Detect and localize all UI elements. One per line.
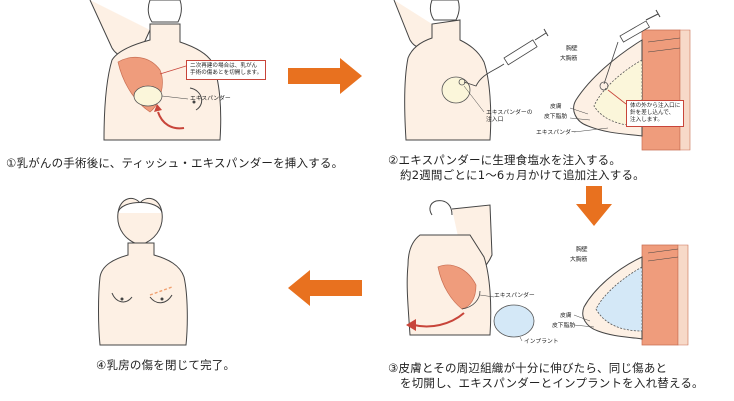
label-expander: エキスパンダー (190, 96, 231, 102)
syringe-icon (603, 9, 661, 85)
note-line: 体の外から注入口に (630, 103, 681, 109)
expander (441, 76, 471, 104)
label-expander: エキスパンダー (494, 293, 535, 299)
label-skin: 皮膚 (550, 104, 562, 110)
label-line: エキスパンダーの (486, 110, 533, 116)
healed-scar (149, 286, 173, 296)
step-2-panel: 胸壁 大胸筋 皮膚 皮下脂肪 エキスパンダー エキスパンダーの 注入口 体の外か… (380, 0, 734, 195)
implant-cross-section (595, 266, 643, 332)
label-chest-wall: 胸壁 (576, 247, 588, 253)
label-chest-wall: 胸壁 (566, 46, 578, 52)
label-subcutaneous: 皮下脂肪 (544, 114, 568, 120)
label-subcutaneous: 皮下脂肪 (552, 323, 576, 329)
syringe-icon (463, 28, 549, 87)
label-port: エキスパンダーの 注入口 (486, 110, 533, 124)
removal-arrow (413, 312, 465, 328)
label-pectoralis: 大胸筋 (560, 56, 578, 62)
step-3-panel: 胸壁 大胸筋 皮膚 皮下脂肪 エキスパンダー インプラント ③皮膚とその周辺組織… (380, 195, 734, 401)
insertion-arrow (157, 111, 185, 130)
note-line: 注入します。 (630, 117, 664, 123)
step-4-figure (98, 197, 188, 346)
label-expander: エキスパンダー (536, 130, 577, 136)
step-1-caption: ①乳がんの手術後に、ティッシュ・エキスパンダーを挿入する。 (6, 156, 344, 170)
step-3-figure (406, 200, 689, 346)
pectoral-muscle (437, 264, 477, 310)
expander (133, 85, 163, 107)
implant (493, 304, 535, 338)
note-line: 針を差し込んで、 (630, 110, 675, 116)
step-4-caption: ④乳房の傷を閉じて完了。 (96, 358, 236, 372)
label-skin: 皮膚 (560, 313, 572, 319)
step-3-caption-line2: を切開し、エキスパンダーとインプラントを入れ替える。 (400, 376, 704, 390)
step-1-panel: 二次再建の場合は、乳がん 手術の傷あとを切開します。 エキスパンダー ①乳がんの… (0, 0, 380, 195)
step-2-caption-line1: ②エキスパンダーに生理食塩水を注入する。 (388, 153, 622, 167)
label-pectoralis: 大胸筋 (570, 257, 588, 263)
note-line: 二次再建の場合は、乳がん (190, 63, 258, 69)
step-3-caption-line1: ③皮膚とその周辺組織が十分に伸びたら、同じ傷あと (388, 361, 668, 375)
step-2-caption-line2: 約2週間ごとに1～6ヵ月かけて追加注入する。 (400, 168, 645, 182)
note-line: 手術の傷あとを切開します。 (190, 70, 263, 76)
step-1-note: 二次再建の場合は、乳がん 手術の傷あとを切開します。 (186, 60, 267, 80)
label-line: 注入口 (486, 117, 504, 123)
step-4-panel: ④乳房の傷を閉じて完了。 (0, 195, 300, 401)
step-2-note: 体の外から注入口に 針を差し込んで、 注入します。 (626, 100, 685, 127)
label-implant: インプラント (524, 339, 559, 345)
step-1-figure (89, 0, 222, 141)
